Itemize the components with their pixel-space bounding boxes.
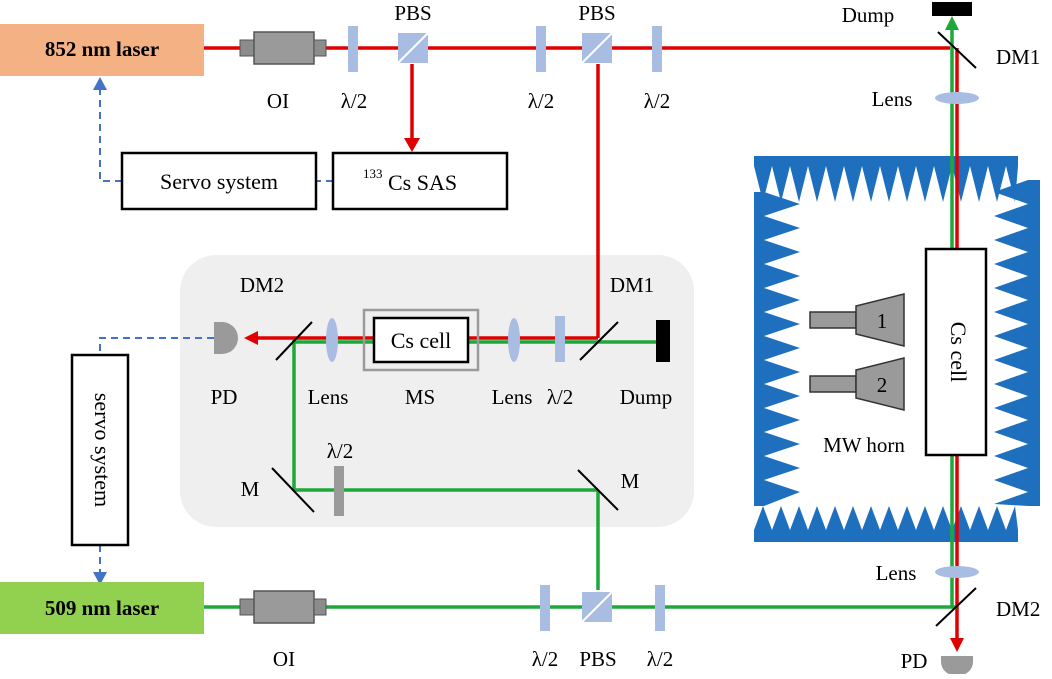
pbs-top-2 bbox=[581, 32, 613, 64]
half-wave-plate-b1 bbox=[540, 585, 550, 631]
absorber-right-spikes bbox=[994, 180, 1028, 506]
servo-links bbox=[99, 88, 333, 574]
red-arrow-to-pd-bottom bbox=[950, 638, 964, 652]
laser-852-label: 852 nm laser bbox=[45, 37, 159, 61]
label-lens-right-bottom: Lens bbox=[876, 561, 917, 585]
cs-cell-right-box bbox=[924, 247, 988, 457]
half-wave-plate-2 bbox=[536, 26, 546, 72]
mirror-right bbox=[577, 469, 619, 511]
label-mw-horn: MW horn bbox=[823, 433, 905, 457]
half-wave-plate-mid bbox=[555, 316, 565, 362]
servo-system-left-label: servo system bbox=[90, 393, 115, 507]
label-oi-top: OI bbox=[267, 89, 289, 113]
lens-right-top bbox=[935, 92, 979, 104]
label-pbs2: PBS bbox=[578, 1, 615, 25]
absorber-top-spikes bbox=[754, 166, 1018, 202]
label-ms: MS bbox=[405, 385, 435, 409]
half-wave-plate-1 bbox=[348, 26, 358, 72]
label-lens-right-top: Lens bbox=[872, 87, 913, 111]
label-lens-left: Lens bbox=[308, 385, 349, 409]
label-dm2-left: DM2 bbox=[240, 273, 284, 297]
mirror-left bbox=[271, 467, 315, 513]
cs-sas-label: Cs SAS bbox=[388, 170, 457, 195]
label-hw3: λ/2 bbox=[644, 89, 671, 113]
servo-left-arrow bbox=[93, 572, 107, 585]
servo-top-link bbox=[99, 88, 122, 182]
optical-isolator-bottom bbox=[239, 590, 327, 624]
half-wave-plate-low bbox=[334, 466, 344, 516]
label-hw-b2: λ/2 bbox=[647, 647, 674, 671]
photodiode-bottom bbox=[941, 656, 973, 676]
label-dm1-right: DM1 bbox=[996, 45, 1040, 69]
mw-horn-1 bbox=[809, 293, 905, 347]
label-dump-mid: Dump bbox=[620, 385, 673, 409]
absorber-left-spikes bbox=[764, 192, 800, 506]
laser-509-box bbox=[0, 582, 204, 634]
label-lens-mid: Lens bbox=[492, 385, 533, 409]
mw-horn-1-label: 1 bbox=[877, 309, 888, 333]
mw-horn-2-label: 2 bbox=[877, 373, 888, 397]
dichroic-mirror-dm2-left bbox=[275, 321, 313, 361]
label-dm1-mid: DM1 bbox=[610, 273, 654, 297]
servo-top-arrow bbox=[93, 77, 107, 90]
absorber-bottom-base bbox=[754, 530, 1018, 542]
pbs-top-1 bbox=[397, 32, 429, 64]
beam-dump-mid bbox=[656, 320, 670, 362]
label-hw-low: λ/2 bbox=[327, 439, 354, 463]
cs-sas-superscript: 133 bbox=[363, 166, 383, 181]
dichroic-mirror-dm1-mid bbox=[579, 321, 619, 361]
absorber-bottom-spikes bbox=[754, 506, 1018, 530]
label-dm2-right: DM2 bbox=[996, 597, 1040, 621]
absorber-right-base bbox=[1028, 180, 1040, 506]
servo-system-top-box bbox=[120, 151, 318, 211]
servo-system-top-label: Servo system bbox=[160, 169, 278, 194]
anechoic-absorbers bbox=[754, 156, 1040, 542]
label-hw1: λ/2 bbox=[341, 89, 368, 113]
lens-mid bbox=[508, 318, 520, 362]
red-arrow-to-pd bbox=[244, 331, 258, 345]
lens-left bbox=[326, 318, 338, 362]
laser-852-box bbox=[0, 24, 204, 76]
half-wave-plate-3 bbox=[652, 26, 662, 72]
label-hw-mid: λ/2 bbox=[547, 385, 574, 409]
absorber-top-base bbox=[754, 156, 1018, 166]
label-m-right: M bbox=[621, 469, 640, 493]
label-oi-bottom: OI bbox=[273, 647, 295, 671]
red-arrow-to-sas bbox=[404, 138, 420, 152]
photodiode-left bbox=[214, 322, 238, 354]
label-pbs1: PBS bbox=[394, 1, 431, 25]
label-pd-left: PD bbox=[211, 385, 238, 409]
cs-sas-box bbox=[331, 151, 509, 211]
optical-isolator-top bbox=[239, 31, 327, 65]
pbs-bottom bbox=[581, 591, 613, 623]
label-pd-bottom: PD bbox=[901, 649, 928, 673]
label-hw2: λ/2 bbox=[528, 89, 555, 113]
green-arrow-to-dump bbox=[945, 16, 959, 30]
servo-system-left-box bbox=[70, 353, 130, 547]
cs-cell-inner-label: Cs cell bbox=[391, 328, 452, 353]
label-dump-top: Dump bbox=[842, 3, 895, 27]
cs-cell-right-label: Cs cell bbox=[946, 322, 971, 383]
label-pbs-bottom: PBS bbox=[579, 647, 616, 671]
absorber-left-base bbox=[754, 192, 764, 506]
magnetic-shield bbox=[362, 308, 480, 372]
mw-horn-2 bbox=[809, 357, 905, 411]
dichroic-mirror-dm1-right bbox=[937, 31, 977, 69]
half-wave-plate-b2 bbox=[655, 585, 665, 631]
optics-panel bbox=[180, 255, 694, 527]
laser-509-label: 509 nm laser bbox=[45, 596, 159, 620]
lens-right-bottom bbox=[935, 566, 979, 578]
dichroic-mirror-dm2-right bbox=[935, 587, 977, 627]
servo-left-link bbox=[99, 337, 214, 355]
beam-dump-top bbox=[932, 2, 972, 16]
label-hw-b1: λ/2 bbox=[532, 647, 559, 671]
label-m-left: M bbox=[241, 477, 260, 501]
cs-cell-inner-box bbox=[372, 316, 470, 364]
